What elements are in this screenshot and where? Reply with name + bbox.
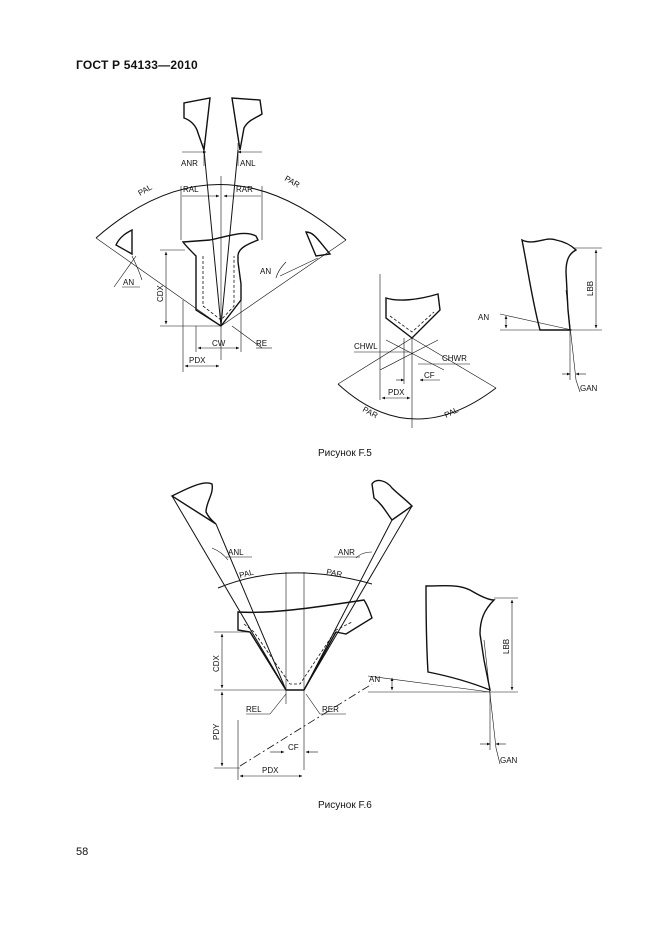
tool-body-f6	[237, 599, 373, 691]
label-anr-f6: ANR	[338, 548, 355, 557]
tooth-right-top-f6	[371, 479, 414, 521]
label-an-right: AN	[260, 267, 271, 276]
figure-f6-main: ANL ANR PAL PAR CDX REL RER PDY CF	[170, 479, 414, 780]
label-gan-f5: GAN	[580, 384, 598, 393]
tooth-left-top-f6	[170, 482, 217, 525]
label-pdy-f6: PDY	[212, 723, 221, 740]
label-par-f6: PAR	[326, 567, 344, 579]
figure-f6-caption: Рисунок F.6	[318, 800, 372, 811]
figure-f5-main: ANR ANL PAL PAR RAL RAR AN AN	[95, 97, 347, 372]
document-header: ГОСТ Р 54133—2010	[76, 58, 198, 72]
tool-side-f5	[521, 238, 578, 331]
label-cf-small: CF	[424, 371, 435, 380]
figure-f5-caption: Рисунок F.5	[318, 448, 372, 459]
label-pdx-small: PDX	[388, 388, 405, 397]
label-cw: CW	[212, 339, 226, 348]
label-pal-small: PAL	[443, 405, 460, 420]
label-anl: ANL	[240, 159, 256, 168]
label-pal-f6: PAL	[238, 568, 255, 580]
tool-body-f5	[181, 232, 259, 327]
label-par-small: PAR	[361, 405, 379, 420]
label-lbb-f5: LBB	[586, 281, 595, 296]
label-anl-f6: ANL	[228, 548, 244, 557]
figure-f5-small: CHWL CHWR CF PDX PAR PAL	[337, 274, 497, 428]
side-tooth-right	[304, 231, 332, 257]
figure-f5-side: LBB AN GAN	[478, 238, 602, 393]
label-pdx-f6: PDX	[262, 766, 279, 775]
label-pal: PAL	[137, 182, 155, 197]
tool-body-small	[385, 293, 441, 339]
label-an-f6: AN	[369, 675, 380, 684]
label-rer-f6: RER	[322, 705, 339, 714]
label-pdx: PDX	[189, 356, 206, 365]
label-gan-f6: GAN	[500, 756, 518, 765]
tooth-left-top	[183, 97, 211, 151]
label-chwl: CHWL	[354, 342, 378, 351]
label-an-left: AN	[123, 278, 134, 287]
label-cdx-f6: CDX	[212, 654, 221, 672]
arc-pal-par	[95, 184, 347, 241]
label-rel-f6: REL	[246, 705, 262, 714]
tool-side-f6	[425, 584, 496, 692]
label-rar: RAR	[236, 185, 253, 194]
label-par: PAR	[283, 174, 301, 190]
tooth-right-top	[231, 97, 263, 151]
label-an-side-f5: AN	[478, 313, 489, 322]
label-lbb-f6: LBB	[502, 639, 511, 654]
side-tooth-left	[115, 228, 133, 256]
label-ral: RAL	[183, 185, 199, 194]
label-anr: ANR	[181, 159, 198, 168]
label-cdx: CDX	[156, 284, 165, 302]
label-re: RE	[256, 339, 267, 348]
label-chwr: CHWR	[442, 354, 467, 363]
page-number: 58	[76, 846, 89, 858]
figure-f6-side: LBB AN GAN	[367, 584, 518, 765]
label-cf-f6: CF	[288, 743, 299, 752]
